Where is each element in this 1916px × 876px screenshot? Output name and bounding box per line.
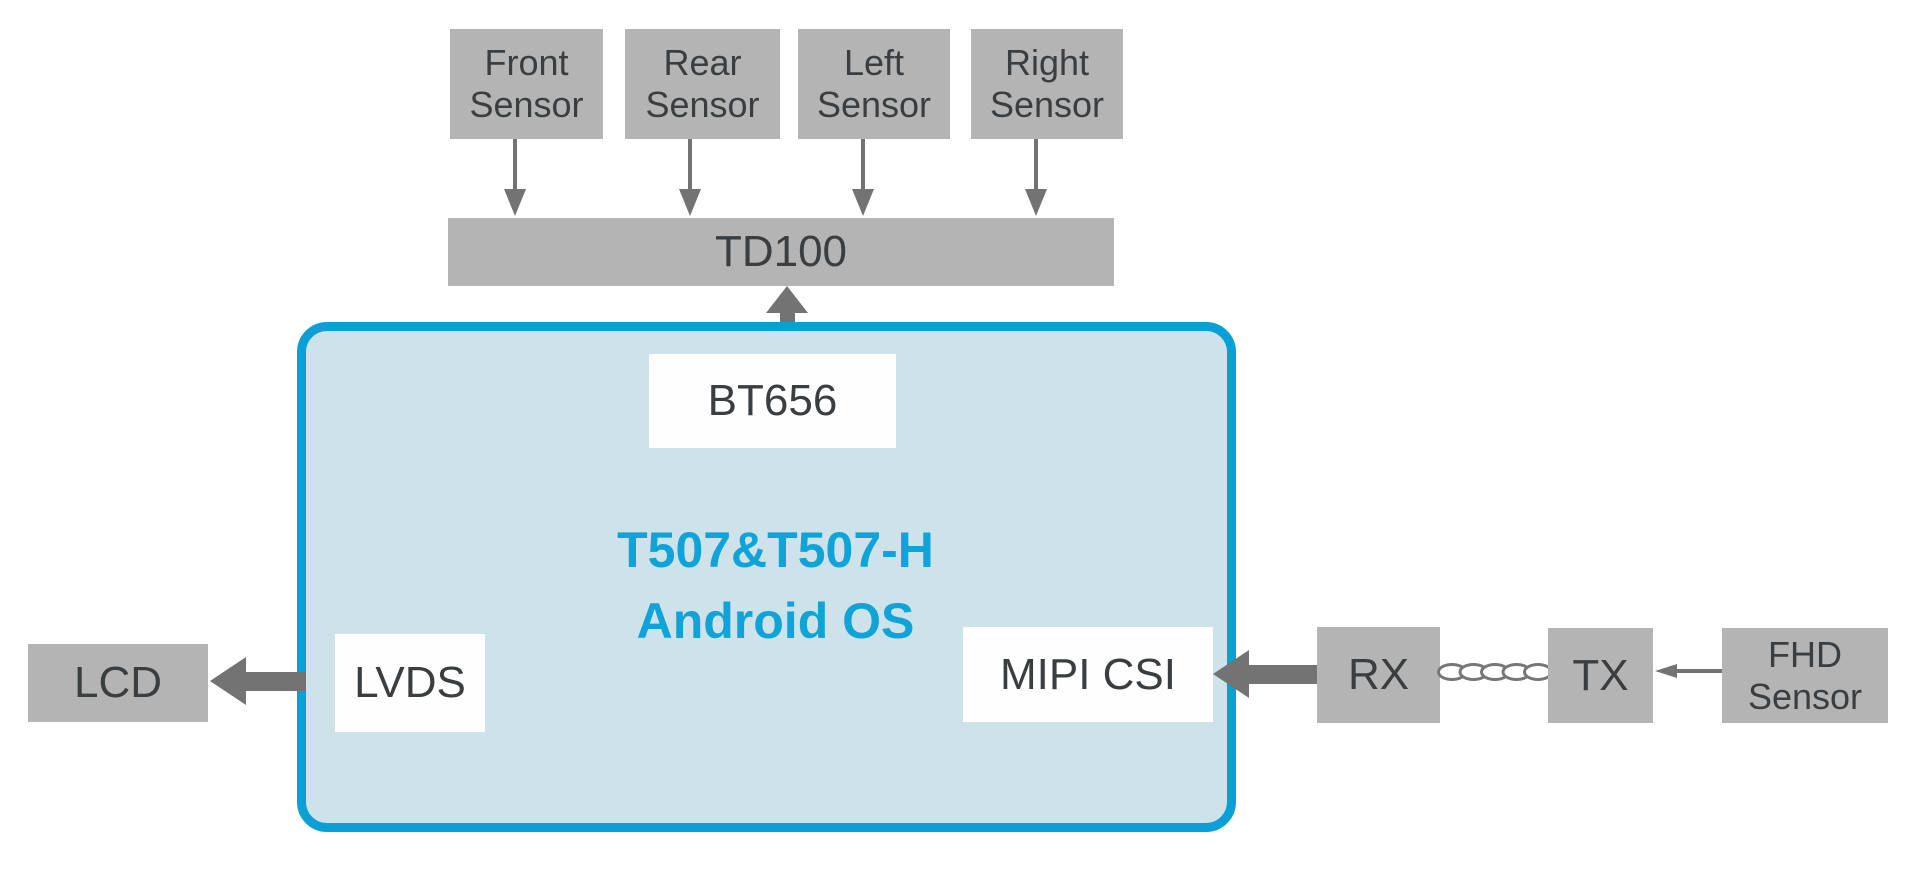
arrow-down-icon (504, 139, 526, 216)
rx-box: RX (1317, 627, 1440, 723)
sensor-box-front: Front Sensor (450, 29, 603, 139)
arrow-down-icon (1025, 139, 1047, 216)
td100-bar: TD100 (448, 218, 1114, 286)
sensor-box-rear: Rear Sensor (625, 29, 780, 139)
rx-to-mipi-arrow-icon (1213, 650, 1317, 698)
lcd-box: LCD (28, 644, 208, 722)
sensor-box-right: Right Sensor (971, 29, 1123, 139)
tx-label: TX (1572, 650, 1629, 700)
fhd-sensor-box: FHD Sensor (1722, 628, 1888, 723)
mipi-csi-label: MIPI CSI (999, 649, 1177, 699)
fhd-to-tx-arrow-icon (1655, 664, 1722, 678)
sensor-box-label: Front Sensor (469, 42, 584, 125)
tx-box: TX (1548, 628, 1653, 723)
bt656-box: BT656 (649, 354, 896, 448)
td100-label: TD100 (714, 227, 848, 276)
lcd-label: LCD (73, 658, 163, 707)
mipi-csi-box: MIPI CSI (963, 627, 1213, 722)
lvds-to-lcd-arrow-icon (210, 657, 306, 705)
soc-title: T507&T507-H Android OS (297, 515, 1254, 657)
soc-title-line1: T507&T507-H (617, 522, 934, 578)
serdes-chain-icon (1437, 663, 1553, 681)
fhd-sensor-label: FHD Sensor (1747, 633, 1863, 717)
arrow-down-icon (852, 139, 874, 216)
sensor-box-label: Left Sensor (816, 42, 932, 125)
lvds-label: LVDS (354, 658, 466, 707)
rx-label: RX (1347, 650, 1410, 699)
lvds-box: LVDS (335, 634, 485, 732)
sensor-box-label: Rear Sensor (645, 42, 760, 125)
soc-title-line2: Android OS (636, 593, 915, 649)
sensor-box-left: Left Sensor (798, 29, 950, 139)
sensor-box-label: Right Sensor (989, 42, 1105, 125)
arrow-down-icon (679, 139, 701, 216)
bt656-label: BT656 (707, 376, 838, 425)
